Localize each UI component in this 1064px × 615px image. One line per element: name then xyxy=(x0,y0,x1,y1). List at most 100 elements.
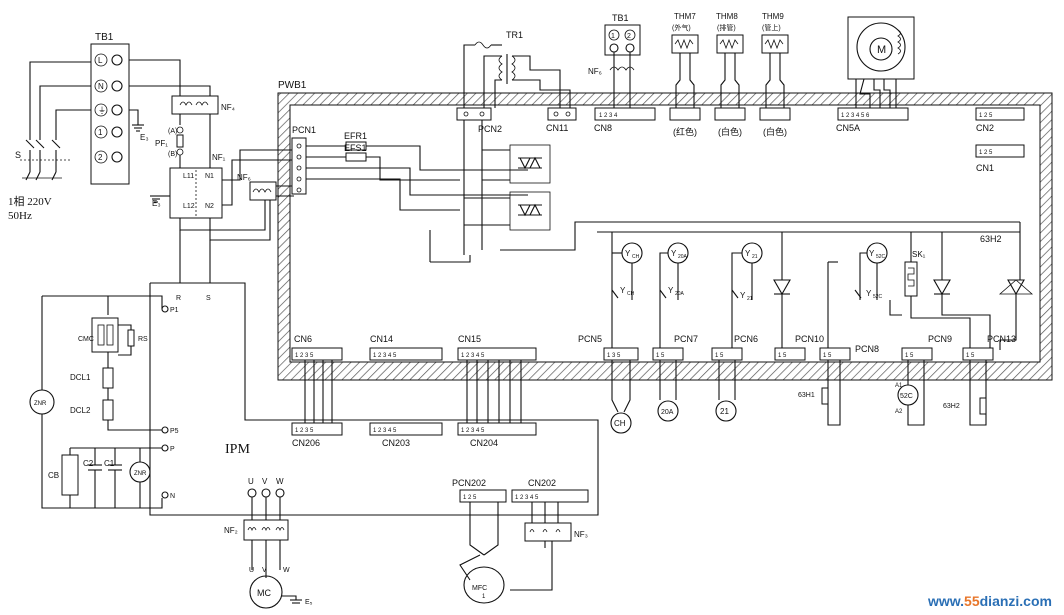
ych-coil-label: Y xyxy=(625,249,631,258)
nf5-label: NF₆ xyxy=(588,67,602,76)
tb1-top-2: 2 xyxy=(627,33,631,40)
cn204-connector xyxy=(457,422,537,436)
pwb1-board xyxy=(277,92,1053,381)
pcn13-pins: 1 5 xyxy=(966,353,975,359)
tb1-term-1-label: 1 xyxy=(98,128,103,137)
cn204-pins: 1 2 3 4 5 xyxy=(461,428,485,434)
cn204-label: CN204 xyxy=(470,438,498,448)
pcn8-pins: 1 5 xyxy=(823,353,832,359)
relay-row xyxy=(597,222,1034,350)
cn6-connector xyxy=(291,347,343,423)
watermark: www.55dianzi.com xyxy=(927,593,1052,609)
nf1-to-pcn1-wiring xyxy=(179,149,294,283)
ipm-label: IPM xyxy=(225,442,250,457)
tb1-term-2-label: 2 xyxy=(98,153,103,162)
e5-ground-label: E₅ xyxy=(305,599,313,606)
cn1-pins: 1 2 5 xyxy=(979,150,993,156)
svg-text:www.55dianzi.com: www.55dianzi.com xyxy=(927,593,1052,609)
thm7-thermistor xyxy=(669,34,701,121)
e5-label: E₃ xyxy=(152,199,161,208)
thm8-label: THM8 xyxy=(716,12,738,21)
thm7-sub: (外气) xyxy=(672,23,691,32)
cn6-label: CN6 xyxy=(294,334,312,344)
63h2-board-label: 63H2 xyxy=(980,234,1002,244)
pcn7-pins: 1 5 xyxy=(656,353,665,359)
pcn13-connector xyxy=(962,347,994,426)
cn11-connector xyxy=(547,107,577,121)
cn206-pins: 1 2 3 5 xyxy=(295,428,314,434)
pcn5-pins: 1 3 5 xyxy=(607,353,621,359)
rs-label: RS xyxy=(138,336,148,343)
a1-label: A1 xyxy=(895,383,903,389)
pcn1-connector xyxy=(291,137,307,195)
tb1-left-label: TB1 xyxy=(95,32,114,43)
fan-motor-label: M xyxy=(877,44,886,56)
p-terminal: P xyxy=(170,446,175,453)
efs1-label: EFS1 xyxy=(344,143,367,153)
pcn2-connector xyxy=(456,107,492,255)
pcn9-label: PCN9 xyxy=(928,334,952,344)
cn14-connector xyxy=(369,347,443,361)
tb1-term-e-label: ⏚ xyxy=(98,106,106,115)
y52c-coil-label: Y xyxy=(869,249,875,258)
y20a-coil-label: Y xyxy=(671,249,677,258)
y21-contact-sub: 21 xyxy=(747,296,753,302)
mains-wiring xyxy=(20,59,211,181)
pcn5-label: PCN5 xyxy=(578,334,602,344)
thm9-label: THM9 xyxy=(762,12,784,21)
cn15-connector xyxy=(457,347,537,423)
pf1-label: PF₁ xyxy=(155,139,168,148)
mfc-motor xyxy=(459,554,505,604)
cn8-connector xyxy=(594,107,656,121)
nf4-filter xyxy=(171,95,219,115)
cn8-label: CN8 xyxy=(594,123,612,133)
fan-motor xyxy=(837,16,915,121)
cn1-label: CN1 xyxy=(976,163,994,173)
tb1-term-l-label: L xyxy=(98,56,103,65)
cn2-label: CN2 xyxy=(976,123,994,133)
y52c-contact-sub: 52C xyxy=(873,294,883,300)
cn1-connector xyxy=(975,144,1025,158)
y21-contact-label: Y xyxy=(740,291,746,300)
pf1-a-label: (A) xyxy=(168,128,177,135)
c1-label: C1 xyxy=(104,459,115,468)
ych-contact-sub: CH xyxy=(627,291,635,297)
cb-label: CB xyxy=(48,471,59,480)
63h2-label: 63H2 xyxy=(943,403,960,410)
y20a-contact-sub: 20A xyxy=(675,291,685,297)
cmc-label: CMC xyxy=(78,336,94,343)
n-terminal: N xyxy=(170,493,175,500)
tb1-top-1: 1 xyxy=(611,33,615,40)
dc-link xyxy=(29,295,163,509)
y21-coil-sub: 21 xyxy=(752,254,758,260)
u-term: U xyxy=(248,477,254,486)
63h1-label: 63H1 xyxy=(798,392,815,399)
tb1-term-l xyxy=(94,53,123,164)
n1-label: N1 xyxy=(205,173,214,180)
thm9-color: (白色) xyxy=(763,126,787,137)
tb1-top-label: TB1 xyxy=(612,13,629,23)
cn11-label: CN11 xyxy=(546,123,568,133)
y52c-coil-sub: 52C xyxy=(876,254,886,260)
triac-block-2 xyxy=(464,191,551,231)
tb1-left-block xyxy=(90,43,130,185)
pwb1-label: PWB1 xyxy=(278,80,307,91)
r-terminal: R xyxy=(176,295,181,302)
y21-coil-label: Y xyxy=(745,249,751,258)
pcn2-label: PCN2 xyxy=(478,124,502,134)
nf1-label: NF₁ xyxy=(212,153,226,162)
nf4-label: NF₄ xyxy=(221,103,235,112)
cn2-connector xyxy=(975,107,1025,121)
mfc-sub-label: 1 xyxy=(482,594,486,600)
cn202-connector xyxy=(510,489,589,591)
thm9-thermistor xyxy=(759,34,791,121)
l12-label: L12 xyxy=(183,203,195,210)
pcn10-connector xyxy=(774,347,806,361)
sk1-label: SK₁ xyxy=(912,250,926,259)
w-lead: W xyxy=(283,567,290,574)
power-spec: 1相 220V xyxy=(8,195,52,208)
e3-label: E₃ xyxy=(140,133,149,142)
cn203-label: CN203 xyxy=(382,438,410,448)
pcn5-connector xyxy=(603,347,639,434)
pcn9-pins: 1 5 xyxy=(905,353,914,359)
